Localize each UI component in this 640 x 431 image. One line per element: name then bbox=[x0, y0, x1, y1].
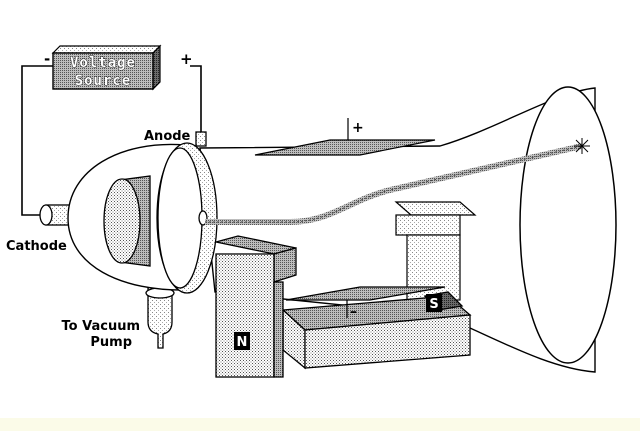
vacuum-pump-label-line2: Pump bbox=[90, 335, 132, 350]
anode-flange bbox=[156, 131, 218, 294]
circuit-wires bbox=[21, 65, 202, 216]
negative-terminal-sign: - bbox=[44, 50, 50, 68]
crt-screen bbox=[519, 86, 617, 364]
anode-label: Anode bbox=[144, 129, 191, 144]
south-pole-box bbox=[426, 294, 442, 312]
south-pole-label: S bbox=[429, 297, 438, 312]
north-pole-label: N bbox=[237, 335, 248, 350]
bottom-plate-sign: – bbox=[350, 304, 357, 320]
bottom-band bbox=[0, 418, 640, 431]
positive-terminal-sign: + bbox=[180, 50, 193, 68]
voltage-source-label-line1: Voltage bbox=[70, 55, 136, 71]
vacuum-pump-tube bbox=[145, 283, 175, 349]
voltage-source: Voltage Source bbox=[51, 44, 162, 91]
cathode-label: Cathode bbox=[6, 239, 67, 254]
north-pole-box bbox=[234, 332, 250, 350]
vacuum-pump-label-line1: To Vacuum bbox=[62, 319, 140, 334]
beam-spot bbox=[574, 138, 590, 154]
deflection-plates bbox=[254, 118, 446, 318]
top-plate-sign: + bbox=[352, 120, 364, 136]
voltage-source-label-line2: Source bbox=[75, 73, 132, 89]
cathode-disk bbox=[103, 175, 151, 267]
